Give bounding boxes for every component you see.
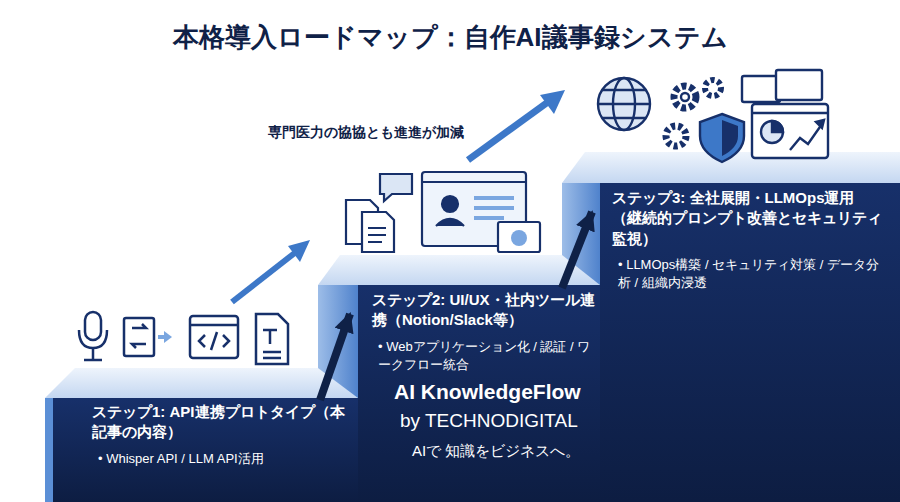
title: 本格導入ロードマップ：自作AI議事録システム xyxy=(0,20,900,55)
step-box: ステップ2: UI/UX・社内ツール連携（Notion/Slack等） • Web… xyxy=(350,288,602,374)
progress-connector xyxy=(320,314,350,400)
step-edge xyxy=(45,398,53,502)
step3-icons xyxy=(598,70,828,162)
arrow-caption: 専門医力の協協とも進進が加減 xyxy=(268,124,464,142)
step1-icons xyxy=(79,312,288,364)
step-box: ステップ3: 全社展開・LLMOps運用 （継続的プロンプト改善とセキュリティ監… xyxy=(592,186,892,292)
progress-arrow xyxy=(232,90,565,302)
step-front xyxy=(600,183,900,502)
step-box: ステップ1: API連携プロトタイプ（本記事の内容） • Whisper API … xyxy=(88,400,360,468)
brand-text: by TECHNODIGITAL xyxy=(400,410,578,432)
brand-text: AI KnowledgeFlow xyxy=(394,380,581,404)
step-body: • Webアプリケーション化 / 認証 / ワークフロー統合 xyxy=(372,338,598,374)
step-heading: ステップ1: API連携プロトタイプ（本記事の内容） xyxy=(92,402,356,443)
step-heading: ステップ2: UI/UX・社内ツール連携（Notion/Slack等） xyxy=(372,290,598,331)
brand-text: AIで 知識をビジネスへ。 xyxy=(412,442,580,461)
step-heading: ステップ3: 全社展開・LLMOps運用 （継続的プロンプト改善とセキュリティ監… xyxy=(612,188,888,249)
step-body: • Whisper API / LLM API活用 xyxy=(92,450,356,468)
step-front xyxy=(45,398,362,502)
step-side xyxy=(562,183,600,285)
step2-icons xyxy=(346,172,540,252)
step-body: • LLMOps構築 / セキュリティ対策 / データ分析 / 組織内浸透 xyxy=(612,256,888,292)
progress-connector xyxy=(562,212,592,288)
step-side xyxy=(318,285,358,398)
step-front xyxy=(358,285,604,502)
